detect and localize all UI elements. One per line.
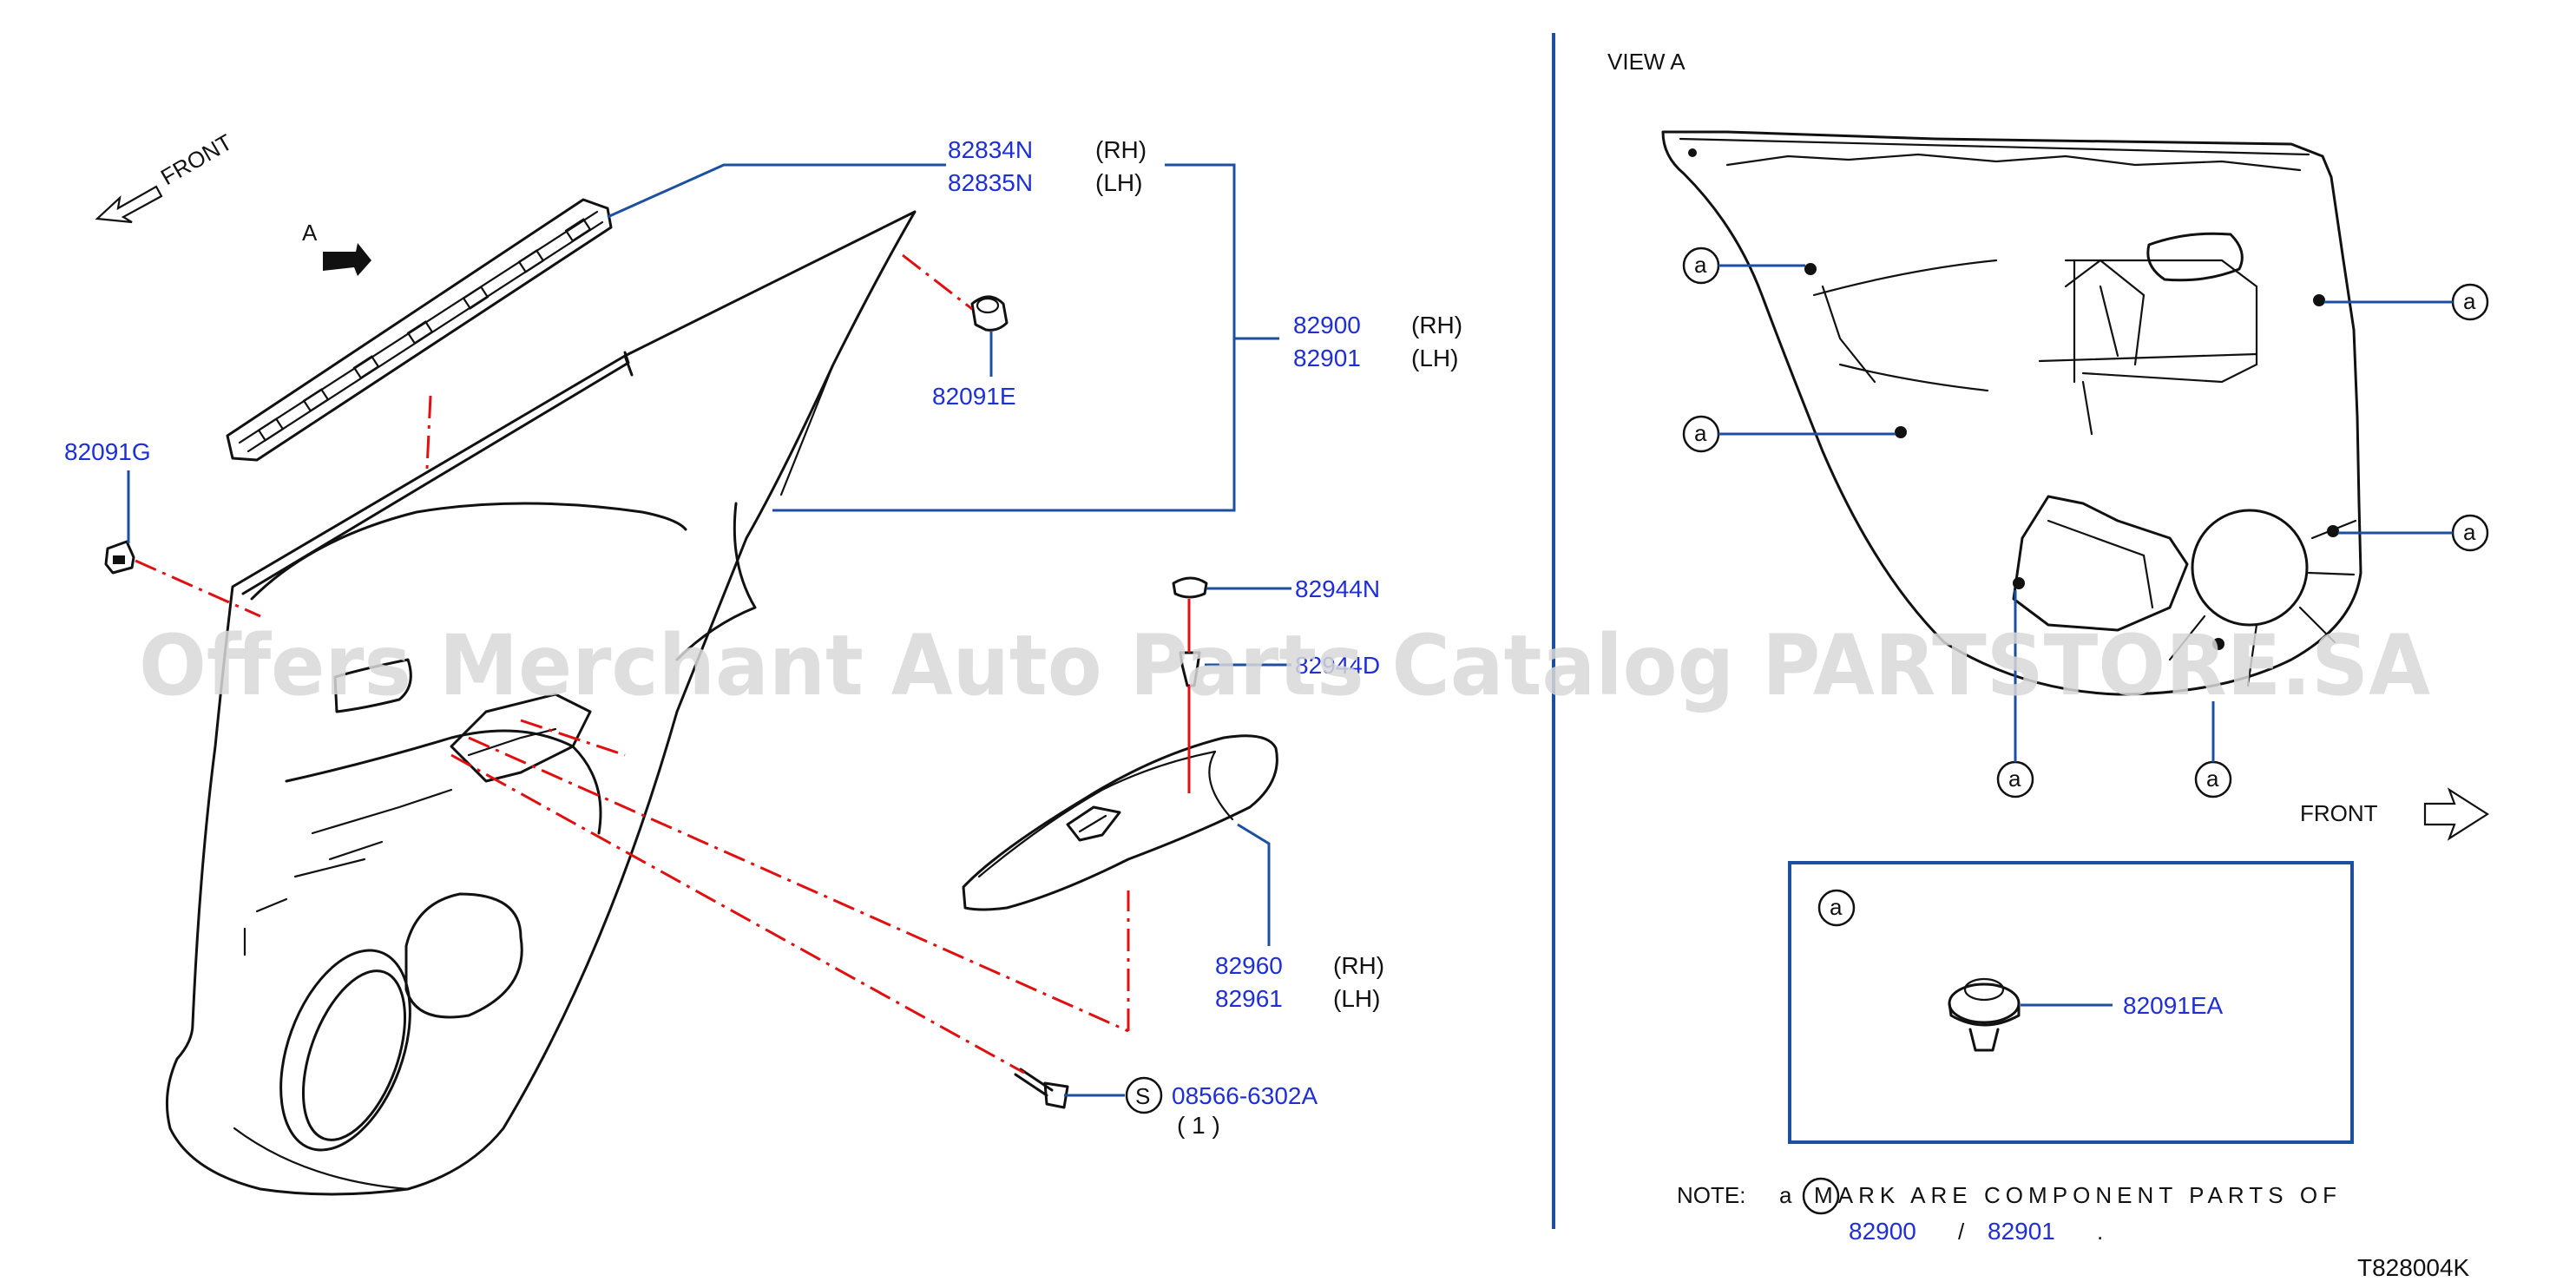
part-82835n[interactable]: 82835N (948, 169, 1033, 196)
right-view-a: VIEW A (1607, 49, 2490, 1245)
clip-82944d (1179, 651, 1201, 687)
leader-armrest (1237, 823, 1271, 946)
cap-82944n (1172, 576, 1208, 599)
assembly-line-clip-e (902, 253, 973, 311)
screw-quantity: ( 1 ) (1177, 1112, 1220, 1139)
note-end: . (2097, 1219, 2103, 1245)
view-a-arrow-icon (323, 243, 371, 276)
part-82944d[interactable]: 82944D (1295, 652, 1380, 679)
part-82960[interactable]: 82960 (1215, 952, 1283, 979)
screw-symbol-circle (1125, 1076, 1163, 1114)
screw-08566 (1014, 1068, 1069, 1109)
callout-a-1-label: a (1694, 252, 1707, 278)
clip-82091g (104, 540, 135, 575)
part-82091e[interactable]: 82091E (932, 383, 1016, 410)
note-part-82900[interactable]: 82900 (1849, 1218, 1916, 1245)
front-arrow-icon (95, 185, 163, 224)
side-label-trim-lh: (LH) (1411, 345, 1458, 371)
diagram-code: T828004K (2357, 1254, 2470, 1281)
clip-82091e (970, 295, 1009, 332)
note-mark-circle (1802, 1177, 1840, 1215)
part-82961[interactable]: 82961 (1215, 985, 1283, 1012)
inset-box (1788, 861, 2354, 1144)
armrest (962, 734, 1278, 911)
part-82091g[interactable]: 82091G (64, 438, 151, 465)
side-label-trim-rh: (RH) (1411, 312, 1462, 338)
note-separator: / (1958, 1219, 1965, 1245)
part-82091ea[interactable]: 82091EA (2123, 992, 2224, 1019)
trim-panel-inner (1661, 130, 2362, 696)
watermark: Offers Merchant Auto Parts Catalog PARTS… (139, 617, 2430, 714)
assembly-line-armrest-1 (468, 736, 1129, 1033)
inset-callout-a (1817, 889, 1856, 927)
callout-a-6-label: a (2206, 766, 2219, 792)
part-82901[interactable]: 82901 (1293, 345, 1361, 371)
side-label-armrest-rh: (RH) (1333, 952, 1384, 979)
note-mark: a (1779, 1182, 1792, 1208)
assembly-line-clip-g (135, 559, 261, 618)
clip-82091ea (1948, 977, 2021, 1052)
side-label-armrest-lh: (LH) (1333, 985, 1380, 1012)
view-a-title: VIEW A (1607, 49, 1686, 75)
front-label-left: FRONT (156, 128, 237, 190)
leader-finisher (607, 163, 946, 219)
finisher-strip (226, 198, 613, 462)
view-a-marker: A (302, 220, 318, 246)
part-82944n[interactable]: 82944N (1295, 575, 1380, 602)
front-arrow-right-icon (2423, 787, 2490, 841)
side-label-finisher-lh: (LH) (1095, 169, 1142, 196)
callout-a-2-label: a (1694, 420, 1707, 446)
door-trim-panel (165, 210, 917, 1196)
note-part-82901[interactable]: 82901 (1988, 1218, 2055, 1245)
part-82900[interactable]: 82900 (1293, 312, 1361, 338)
callout-a-3-label: a (2463, 288, 2476, 314)
note-prefix: NOTE: (1677, 1182, 1745, 1208)
inset-callout-a-label: a (1830, 894, 1843, 920)
front-label-right: FRONT (2300, 800, 2378, 826)
callout-a-5-label: a (2008, 766, 2021, 792)
assembly-line-screw (450, 753, 1025, 1074)
part-82834n[interactable]: 82834N (948, 136, 1033, 163)
note-text: MARK ARE COMPONENT PARTS OF (1814, 1182, 2336, 1208)
leader-trim-bracket (772, 163, 1236, 512)
assembly-line-armrest-3 (520, 719, 626, 757)
assembly-line-finisher (425, 395, 432, 470)
side-label-finisher-rh: (RH) (1095, 136, 1147, 163)
screw-symbol: S (1135, 1083, 1150, 1109)
part-08566-6302a[interactable]: 08566-6302A (1172, 1082, 1318, 1109)
left-exploded-view: FRONT A (64, 128, 1462, 1196)
callout-a-4-label: a (2463, 519, 2476, 545)
